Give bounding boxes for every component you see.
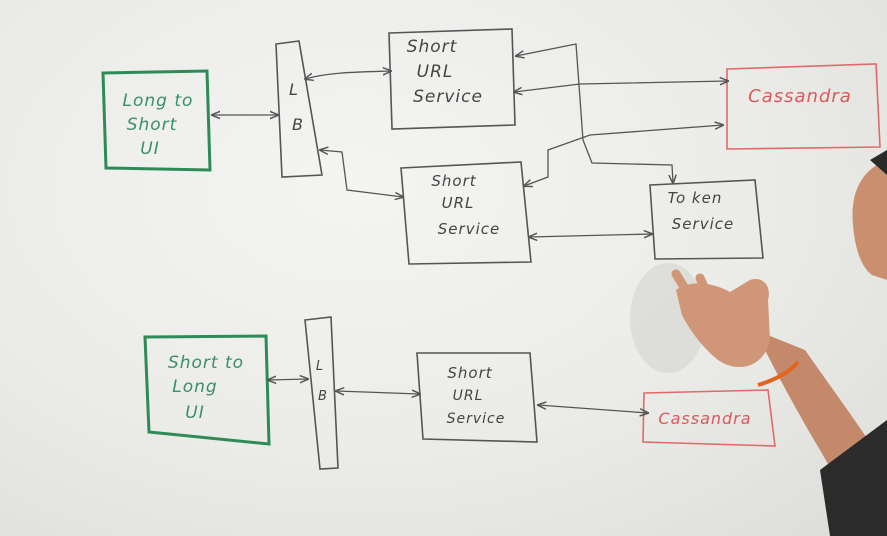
service1-line2: URL bbox=[417, 62, 454, 82]
load-balancer-bottom: L B bbox=[304, 316, 339, 470]
top-connections bbox=[212, 43, 728, 237]
arrow-lb2-to-service3 bbox=[336, 391, 420, 394]
ui2-label-line2: Long bbox=[172, 377, 217, 397]
short-url-service-1: Short URL Service bbox=[388, 28, 516, 130]
short-url-service-bottom: Short URL Service bbox=[416, 352, 538, 443]
lb-label-b: B bbox=[292, 115, 304, 134]
token-line1: To ken bbox=[668, 189, 723, 207]
ui-label-line2: Short bbox=[127, 115, 178, 135]
ui-label-line3: UI bbox=[140, 139, 159, 159]
bracelet bbox=[757, 360, 800, 387]
long-to-short-ui-box: Long to Short UI bbox=[101, 69, 212, 172]
arrow-service1-to-token bbox=[516, 43, 673, 183]
service2-line3: Service bbox=[438, 220, 500, 238]
cassandra-bottom: Cassandra bbox=[642, 389, 776, 447]
ui2-label-line3: UI bbox=[185, 403, 204, 423]
cassandra-bottom-label: Cassandra bbox=[658, 409, 751, 428]
token-service: To ken Service bbox=[649, 179, 764, 260]
lb2-label-l: L bbox=[316, 359, 324, 374]
service3-line3: Service bbox=[447, 411, 506, 427]
ui2-label-line1: Short to bbox=[168, 353, 244, 373]
arrow-service1-to-cassandra bbox=[514, 81, 728, 92]
presenter-hand bbox=[676, 279, 770, 368]
arrow-lb-to-service1 bbox=[305, 71, 391, 79]
token-line2: Service bbox=[672, 215, 734, 233]
ui-label-line1: Long to bbox=[123, 91, 194, 111]
arrow-service3-to-cassandra bbox=[538, 405, 648, 413]
service3-line1: Short bbox=[447, 364, 492, 382]
cassandra-top-label: Cassandra bbox=[748, 86, 852, 107]
arrow-lb-to-service2 bbox=[320, 150, 403, 197]
service3-line2: URL bbox=[453, 388, 484, 404]
presenter-shirt bbox=[820, 420, 887, 536]
lb2-label-b: B bbox=[318, 389, 328, 404]
service2-line1: Short bbox=[431, 172, 476, 190]
arrow-service2-to-cassandra bbox=[524, 125, 723, 186]
service1-line3: Service bbox=[413, 87, 483, 107]
cassandra-top: Cassandra bbox=[726, 63, 881, 150]
bottom-connections bbox=[268, 379, 648, 413]
arrow-service2-to-token bbox=[529, 234, 652, 237]
service1-line1: Short bbox=[407, 37, 458, 57]
presenter-head bbox=[852, 160, 887, 280]
presenter bbox=[630, 150, 887, 536]
load-balancer-top: L B bbox=[275, 40, 323, 178]
service2-line2: URL bbox=[442, 194, 475, 212]
short-url-service-2: Short URL Service bbox=[400, 161, 532, 265]
lb-label-l: L bbox=[289, 80, 299, 99]
arrow-ui2-to-lb2 bbox=[268, 379, 308, 380]
short-to-long-ui-box: Short to Long UI bbox=[143, 334, 271, 446]
